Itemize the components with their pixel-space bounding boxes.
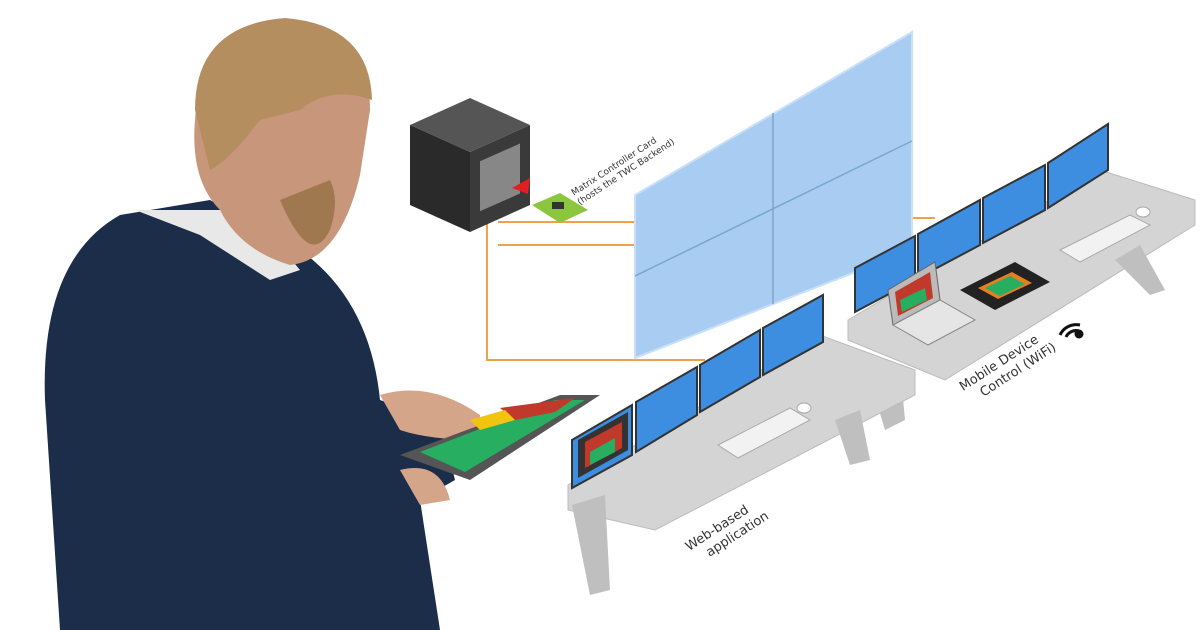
arrow-icon: [512, 178, 530, 194]
handheld-tablet: [400, 395, 600, 480]
console-desk-left: [567, 293, 916, 595]
laptop: [887, 261, 977, 346]
card-chip: [552, 202, 564, 209]
wifi-icon: [1058, 323, 1084, 339]
tablet-on-desk: [960, 262, 1050, 310]
matrix-server: [410, 98, 530, 232]
console-desk-right: [847, 122, 1196, 430]
person-with-tablet: [44, 18, 600, 630]
